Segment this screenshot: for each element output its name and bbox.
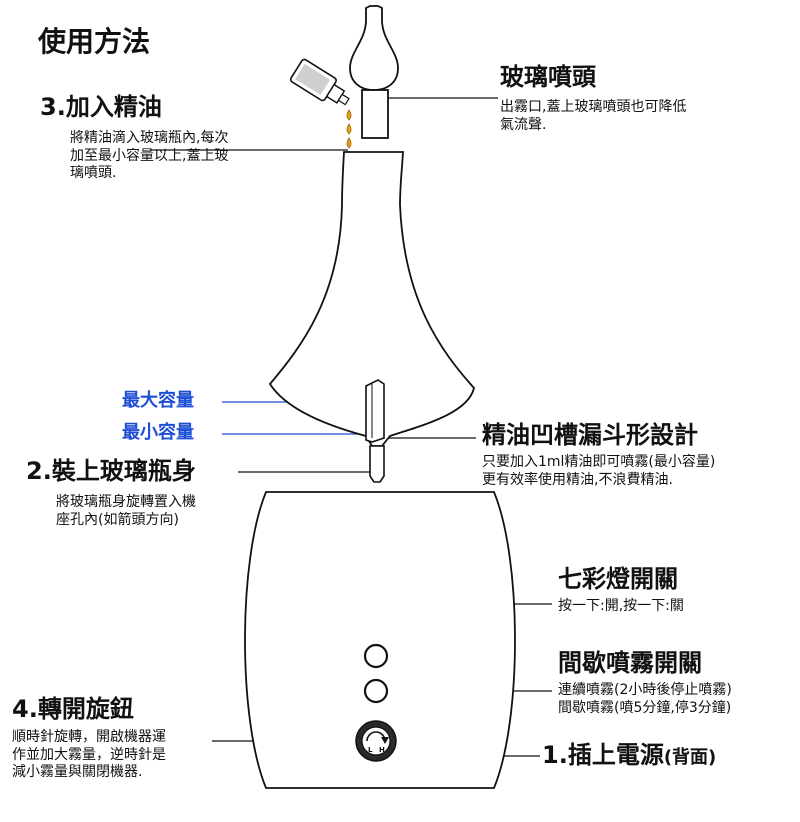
desc-line: 氣流聲. bbox=[500, 116, 547, 133]
oil-bottle-icon bbox=[289, 58, 350, 106]
step-add-oil-desc: 將精油滴入玻璃瓶內,每次 加至最小容量以上,蓋上玻 璃噴頭. bbox=[70, 130, 228, 183]
desc-line: 更有效率使用精油,不浪費精油. bbox=[482, 471, 673, 488]
base-icon bbox=[244, 491, 516, 789]
desc-line: 加至最小容量以上,蓋上玻 bbox=[70, 147, 229, 164]
desc-line: 順時針旋轉，開啟機器運 bbox=[12, 729, 166, 745]
page-title: 使用方法 bbox=[38, 25, 151, 58]
glass-nozzle-icon bbox=[349, 5, 399, 139]
step-knob-desc: 順時針旋轉，開啟機器運 作並加大霧量，逆時針是 減小霧量與關閉機器. bbox=[12, 729, 166, 782]
funnel-desc: 只要加入1ml精油即可噴霧(最小容量) 更有效率使用精油,不浪費精油. bbox=[482, 454, 715, 489]
power-knob[interactable]: L H bbox=[355, 720, 397, 762]
desc-line: 減小霧量與關閉機器. bbox=[12, 764, 143, 780]
oil-tube-icon bbox=[365, 379, 385, 443]
max-level-label: 最大容量 bbox=[122, 390, 194, 411]
bottle-stem-icon bbox=[369, 445, 385, 483]
desc-line: 作並加大霧量，逆時針是 bbox=[12, 746, 166, 763]
light-switch-desc: 按一下:開,按一下:關 bbox=[558, 598, 684, 614]
step-knob-heading: 4.轉開旋鈕 bbox=[12, 695, 134, 723]
interval-switch-heading: 間歇噴霧開關 bbox=[558, 649, 702, 677]
step-add-oil-heading: 3.加入精油 bbox=[40, 93, 162, 121]
interval-switch-desc: 連續噴霧(2小時後停止噴霧) 間歇噴霧(噴5分鐘,停3分鐘) bbox=[558, 682, 732, 717]
light-switch-button[interactable] bbox=[363, 643, 389, 669]
desc-line: 將精油滴入玻璃瓶內,每次 bbox=[70, 130, 229, 146]
desc-line: 座孔內(如箭頭方向) bbox=[56, 511, 179, 528]
funnel-heading: 精油凹槽漏斗形設計 bbox=[482, 421, 698, 449]
step-install-heading: 2.裝上玻璃瓶身 bbox=[26, 457, 196, 485]
light-switch-heading: 七彩燈開關 bbox=[558, 565, 678, 593]
desc-line: 出霧口,蓋上玻璃噴頭也可降低 bbox=[500, 99, 687, 115]
interval-switch-button[interactable] bbox=[363, 678, 389, 704]
oil-drops-icon bbox=[346, 109, 352, 149]
step-power-label: 1.插上電源(背面) bbox=[542, 740, 716, 770]
knob-high-mark: H bbox=[379, 746, 385, 754]
min-level-label: 最小容量 bbox=[122, 422, 194, 443]
knob-low-mark: L bbox=[368, 746, 373, 754]
desc-line: 只要加入1ml精油即可噴霧(最小容量) bbox=[482, 454, 716, 470]
step-power-suffix: (背面) bbox=[663, 747, 717, 768]
desc-line: 將玻璃瓶身旋轉置入機 bbox=[56, 494, 196, 510]
desc-line: 間歇噴霧(噴5分鐘,停3分鐘) bbox=[558, 699, 732, 716]
desc-line: 璃噴頭. bbox=[70, 165, 117, 181]
step-install-desc: 將玻璃瓶身旋轉置入機 座孔內(如箭頭方向) bbox=[56, 494, 196, 529]
desc-line: 連續噴霧(2小時後停止噴霧) bbox=[558, 682, 732, 698]
nozzle-desc: 出霧口,蓋上玻璃噴頭也可降低 氣流聲. bbox=[500, 99, 686, 134]
step-power-heading: 1.插上電源 bbox=[542, 741, 664, 769]
nozzle-heading: 玻璃噴頭 bbox=[500, 63, 596, 91]
